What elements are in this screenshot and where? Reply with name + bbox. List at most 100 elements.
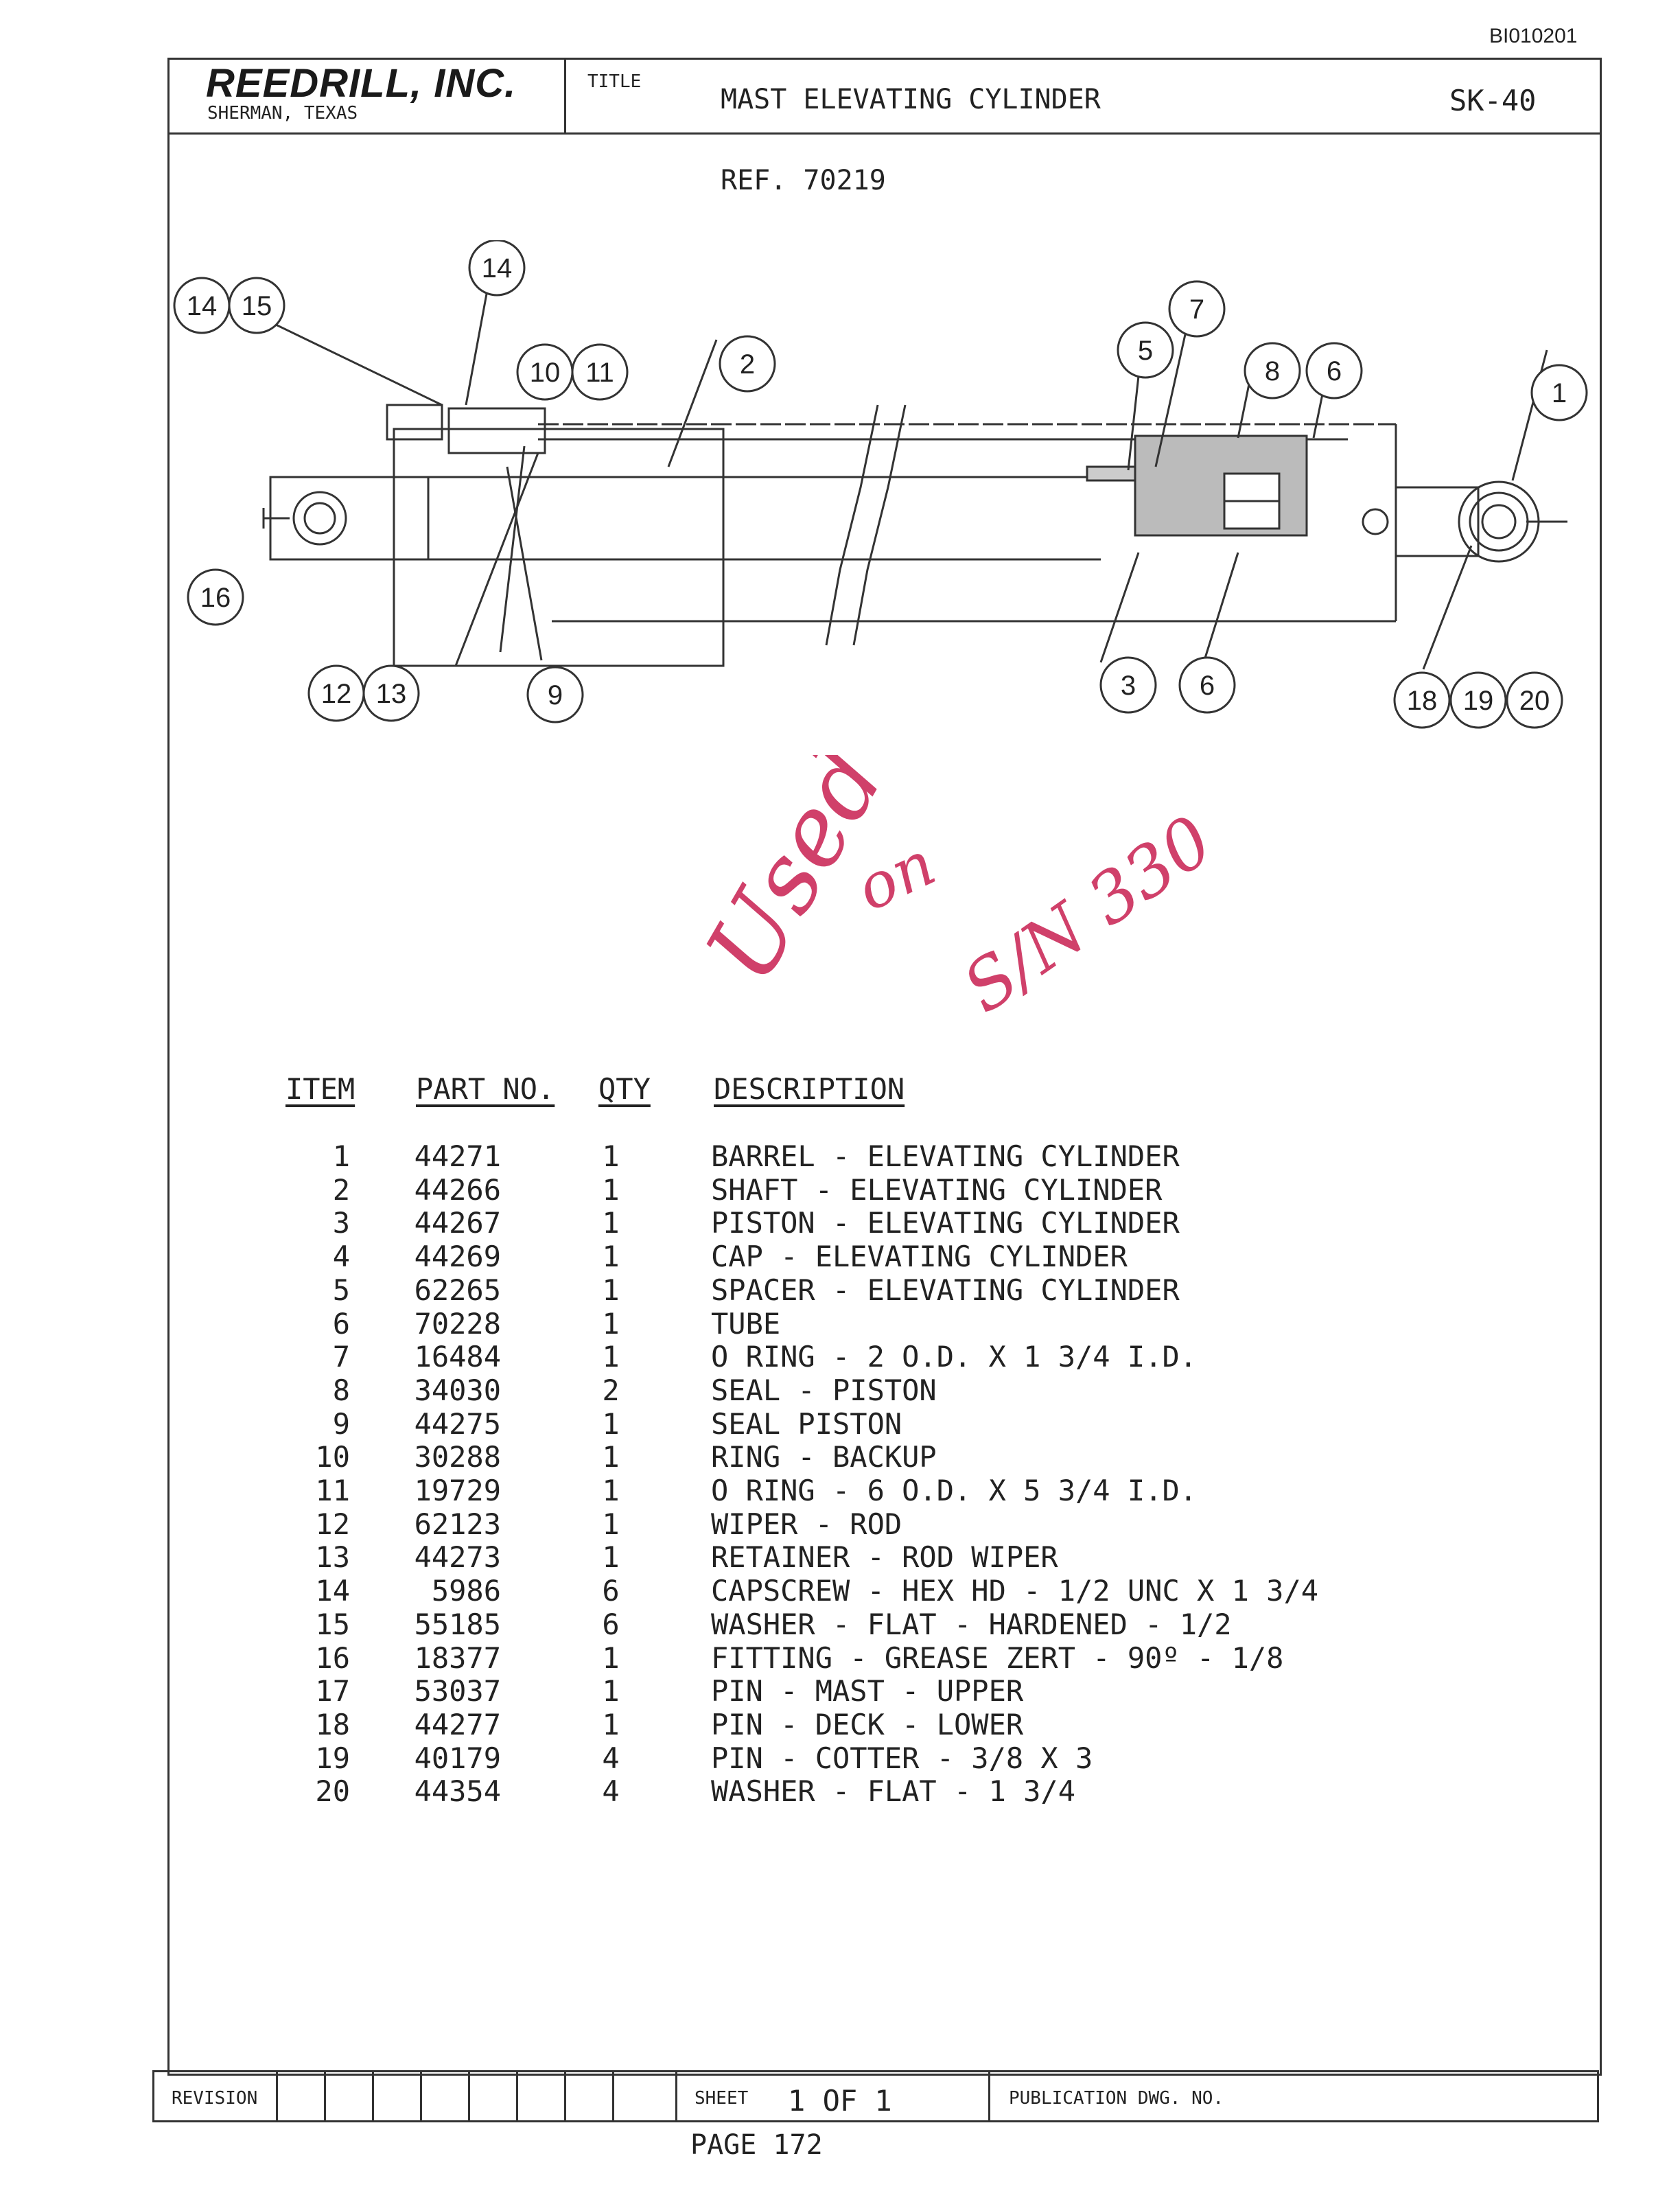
bom-item-number: 4 <box>332 1240 350 1274</box>
bom-description: WASHER - FLAT - 1 3/4 <box>711 1774 1076 1809</box>
bom-quantity: 1 <box>602 1172 620 1207</box>
callout-label: 8 <box>1265 356 1280 386</box>
callout-label: 19 <box>1463 686 1494 716</box>
title-block <box>167 58 1602 135</box>
bom-header-description: DESCRIPTION <box>714 1072 905 1106</box>
bom-description: WASHER - FLAT - HARDENED - 1/2 <box>711 1607 1232 1641</box>
bom-quantity: 4 <box>602 1741 620 1775</box>
bom-item-number: 13 <box>315 1540 350 1575</box>
bom-item-number: 9 <box>332 1406 350 1441</box>
callout-circle <box>1168 280 1226 338</box>
bom-description: PIN - COTTER - 3/8 X 3 <box>711 1741 1093 1775</box>
reference-number: REF. 70219 <box>721 165 886 196</box>
bom-description: PIN - DECK - LOWER <box>711 1707 1024 1741</box>
bom-header-qty: QTY <box>598 1072 651 1106</box>
callout-label: 13 <box>376 679 407 709</box>
callout-label: 9 <box>548 680 563 710</box>
revision-cell <box>420 2070 422 2122</box>
callout-circle <box>526 666 584 723</box>
bom-part-number: 40179 <box>414 1741 501 1775</box>
drawing-number: SK-40 <box>1449 84 1537 117</box>
sheet-divider <box>988 2070 990 2122</box>
bom-quantity: 6 <box>602 1574 620 1608</box>
bom-row: 14 5986 6 CAPSCREW - HEX HD - 1/2 UNC X 1 3… <box>0 1574 1680 1608</box>
bom-quantity: 6 <box>602 1607 620 1641</box>
callout-circle <box>1305 342 1363 399</box>
callout-label: 16 <box>200 583 231 613</box>
note-serial: S/N 330 <box>948 800 1208 1016</box>
bom-item-number: 1 <box>332 1139 350 1173</box>
rod-wiper-block <box>447 407 546 454</box>
bom-part-number: 44354 <box>414 1774 501 1809</box>
bom-part-number: 55185 <box>414 1607 501 1641</box>
callout-circle <box>1506 671 1563 729</box>
bom-quantity: 1 <box>602 1540 620 1575</box>
grease-port <box>1362 508 1389 535</box>
break-line-left <box>825 404 879 646</box>
bom-description: PISTON - ELEVATING CYLINDER <box>711 1206 1180 1240</box>
bom-part-number: 62123 <box>414 1507 501 1541</box>
bom-quantity: 1 <box>602 1240 620 1274</box>
bom-description: CAPSCREW - HEX HD - 1/2 UNC X 1 3/4 <box>711 1574 1319 1608</box>
bom-description: RING - BACKUP <box>711 1440 937 1474</box>
callout-circle <box>468 240 526 297</box>
break-line-right <box>852 404 907 646</box>
bom-part-number: 5986 <box>431 1574 501 1608</box>
bom-quantity: 1 <box>602 1273 620 1307</box>
revision-cell <box>372 2070 374 2122</box>
bom-item-number: 3 <box>332 1206 350 1240</box>
callout-label: 14 <box>482 253 513 283</box>
callout-circle <box>1244 342 1301 399</box>
revision-cell <box>324 2070 326 2122</box>
callout-circle <box>1449 671 1507 729</box>
callout-circle <box>187 568 244 626</box>
bom-part-number: 19729 <box>414 1474 501 1507</box>
bom-quantity: 1 <box>602 1139 620 1173</box>
title-block-divider <box>564 58 566 135</box>
bom-part-number: 53037 <box>414 1674 501 1708</box>
bom-header-part: PART NO. <box>416 1072 555 1106</box>
bom-item-number: 14 <box>315 1574 350 1608</box>
callout-circle <box>571 343 629 401</box>
company-name: REEDRILL, INC. <box>206 61 517 106</box>
callout-label: 6 <box>1327 356 1342 386</box>
callout-label: 18 <box>1407 686 1438 716</box>
bom-part-number: 16484 <box>414 1340 501 1374</box>
bom-description: O RING - 2 O.D. X 1 3/4 I.D. <box>711 1340 1198 1374</box>
bom-description: WIPER - ROD <box>711 1507 902 1541</box>
piston <box>1134 434 1308 537</box>
drawing-title: MAST ELEVATING CYLINDER <box>721 84 1101 115</box>
drawing-frame <box>167 58 1602 2076</box>
bom-quantity: 1 <box>602 1306 620 1341</box>
bom-quantity: 4 <box>602 1774 620 1809</box>
bom-item-number: 6 <box>332 1306 350 1341</box>
handwritten-note: Used on S/N 330 <box>686 755 1208 1016</box>
bom-description: RETAINER - ROD WIPER <box>711 1540 1058 1575</box>
revision-label: REVISION <box>172 2088 258 2109</box>
callout-circle <box>719 335 776 393</box>
bom-part-number: 18377 <box>414 1641 501 1675</box>
revision-cell <box>564 2070 566 2122</box>
bom-item-number: 10 <box>315 1440 350 1474</box>
spacer <box>1086 465 1136 482</box>
bom-quantity: 2 <box>602 1373 620 1407</box>
callout-label: 14 <box>187 291 218 321</box>
callout-label: 3 <box>1121 671 1136 701</box>
bom-item-number: 11 <box>315 1474 350 1507</box>
bom-item-number: 5 <box>332 1273 350 1307</box>
callout-label: 20 <box>1519 686 1550 716</box>
bom-part-number: 34030 <box>414 1373 501 1407</box>
